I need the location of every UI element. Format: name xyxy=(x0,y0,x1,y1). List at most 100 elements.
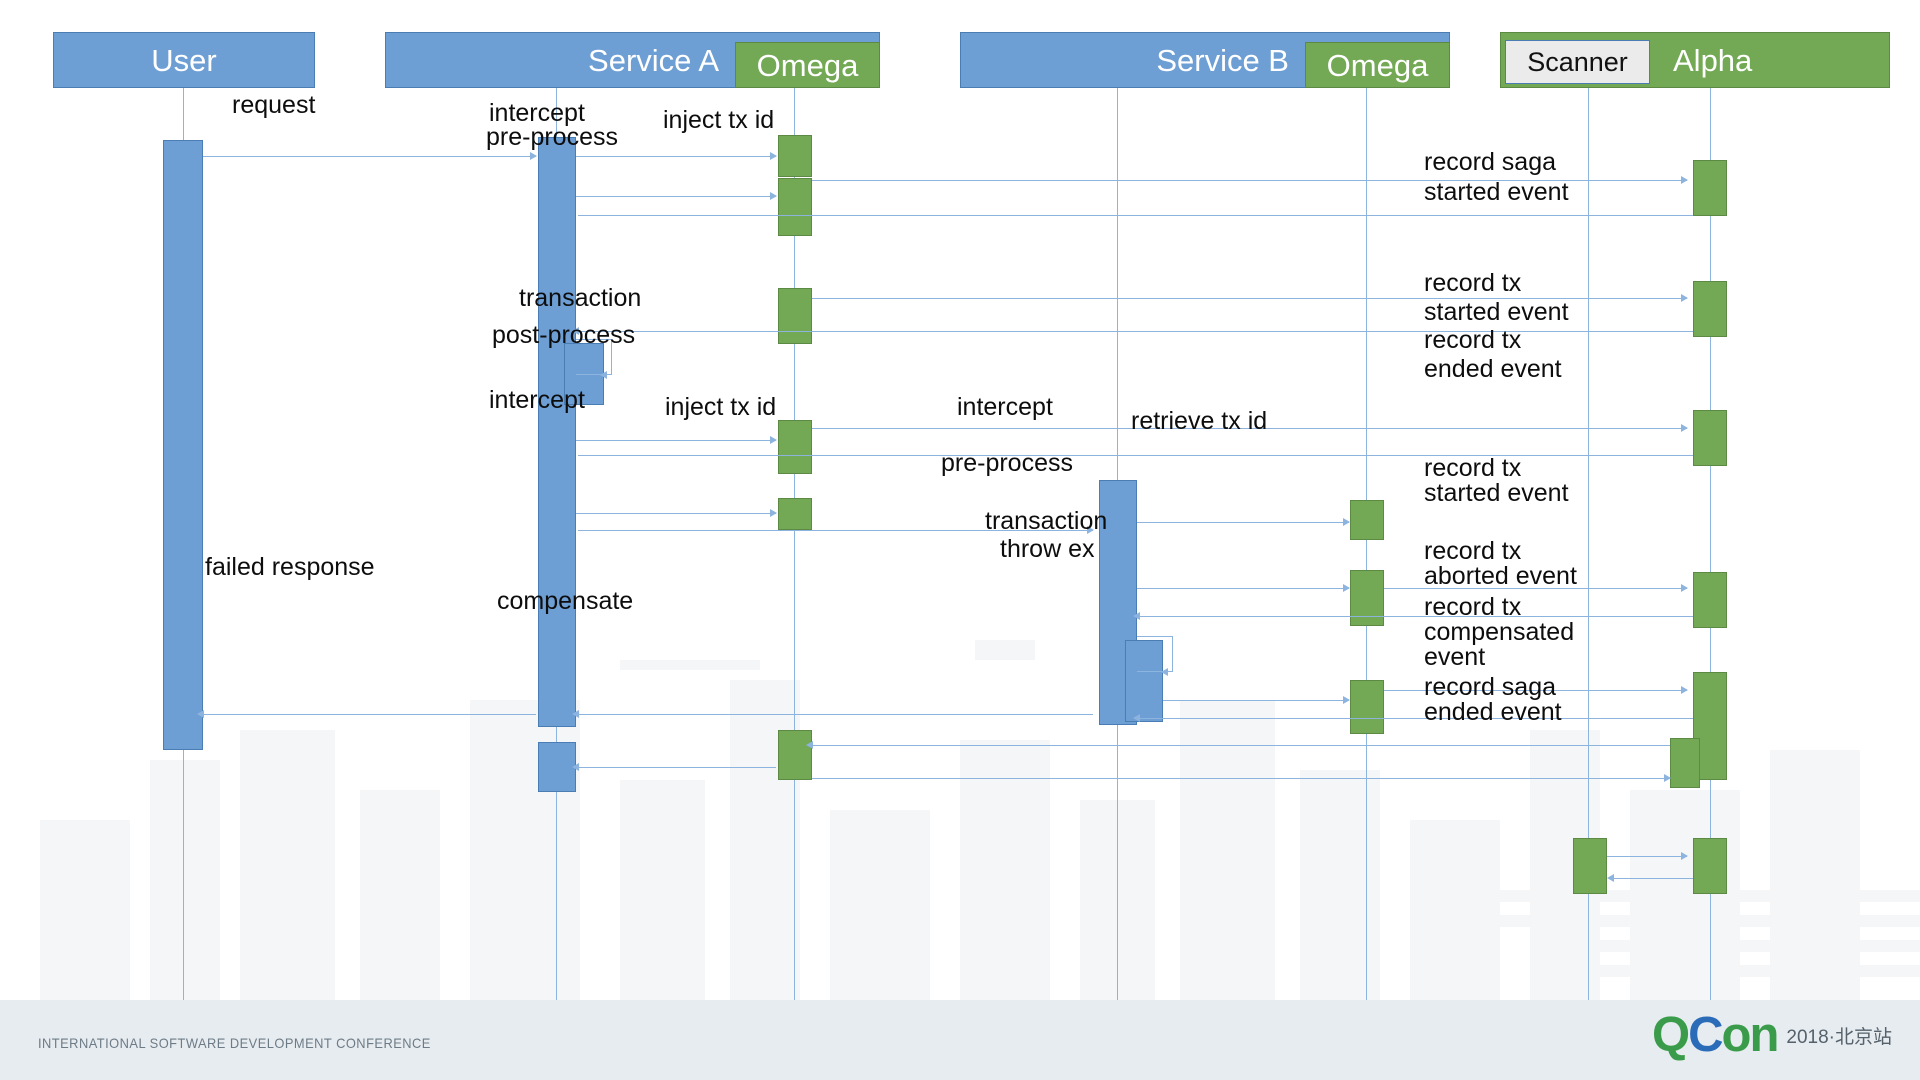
participant-alpha-label: Alpha xyxy=(1673,42,1753,78)
message-request-label: request xyxy=(232,91,316,119)
activation-omega-a-compensate xyxy=(778,730,812,780)
message-record-saga-started-label-l1: record saga xyxy=(1424,148,1557,176)
message-pre-process-b-label: pre-process xyxy=(941,449,1073,477)
message-pre-process-b-arrow xyxy=(1343,584,1350,592)
message-record-saga-started-line xyxy=(812,180,1687,181)
message-record-tx-compensated-line xyxy=(812,778,1670,779)
activation-service-a xyxy=(538,137,576,727)
message-record-tx-started-1-label-l2: started event xyxy=(1424,298,1569,326)
activation-omega-a-preprocess xyxy=(778,178,812,236)
message-post-process-a-arrow xyxy=(770,436,777,444)
message-post-process-a-line xyxy=(576,440,776,441)
message-compensate-label: compensate xyxy=(497,587,634,615)
message-pre-process-a-arrow xyxy=(770,192,777,200)
message-throw-ex-label: throw ex xyxy=(1000,535,1095,563)
message-failed-response-arrow xyxy=(197,710,204,718)
qcon-logo-year-city: 2018·北京站 xyxy=(1786,1026,1892,1048)
message-record-tx-ended-label-l2: ended event xyxy=(1424,355,1562,383)
activation-scanner xyxy=(1573,838,1607,894)
lifeline-alpha xyxy=(1710,88,1711,1000)
message-record-tx-ended-label-l1: record tx xyxy=(1424,326,1522,354)
message-intercept-a-label: intercept xyxy=(489,99,585,127)
message-throw-ex-line xyxy=(1163,700,1349,701)
lifeline-omega-a xyxy=(794,88,795,1000)
message-intercept-a2-arrow xyxy=(770,509,777,517)
lifeline-scanner xyxy=(1588,88,1589,1000)
activation-service-a-compensate xyxy=(538,742,576,792)
message-inject-tx-id-a-label: inject tx id xyxy=(663,106,775,134)
activation-omega-a-intercept xyxy=(778,135,812,177)
skyline-watermark xyxy=(0,640,1920,1000)
message-record-tx-compensated-label-l3: event xyxy=(1424,643,1486,671)
message-alpha-to-omega-a-arrow xyxy=(806,741,813,749)
message-record-tx-aborted-line xyxy=(1384,690,1687,691)
message-intercept-b-arrow xyxy=(1343,518,1350,526)
message-transaction-b-arrow xyxy=(1161,668,1168,676)
qcon-logo-q: Q xyxy=(1652,1008,1690,1062)
activation-alpha-tx-started-2 xyxy=(1693,572,1727,628)
qcon-logo-wordmark: QCon xyxy=(1652,1011,1779,1060)
message-record-tx-compensated-arrow xyxy=(1664,774,1671,782)
message-record-saga-ended-label-l2: ended event xyxy=(1424,698,1562,726)
message-record-tx-ended-return-line xyxy=(578,455,1693,456)
qcon-logo: QCon 2018·北京站 xyxy=(1652,1011,1892,1060)
activation-omega-b-intercept xyxy=(1350,500,1384,540)
message-transaction-a-label: transaction xyxy=(519,284,642,312)
activation-service-b-transaction xyxy=(1125,640,1163,722)
message-record-tx-aborted-label-l2: aborted event xyxy=(1424,562,1577,590)
message-record-tx-started-1-return-line xyxy=(578,331,1693,332)
message-record-saga-ended-label-l1: record saga xyxy=(1424,673,1557,701)
message-failed-response-line xyxy=(203,714,536,715)
message-failed-response-label: failed response xyxy=(205,553,375,581)
message-record-tx-started-2-return-line xyxy=(1139,616,1693,617)
participant-omega-b[interactable]: Omega xyxy=(1305,42,1450,88)
message-throw-ex-arrow xyxy=(1343,696,1350,704)
message-pre-process-a-line xyxy=(576,196,776,197)
participant-user[interactable]: User xyxy=(53,32,315,88)
message-request-arrow xyxy=(530,152,537,160)
activation-omega-b-preprocess xyxy=(1350,570,1384,626)
qcon-logo-on: on xyxy=(1721,1008,1780,1062)
message-record-tx-started-2-arrow xyxy=(1681,584,1688,592)
participant-omega-a[interactable]: Omega xyxy=(735,42,880,88)
footer-tagline: INTERNATIONAL SOFTWARE DEVELOPMENT CONFE… xyxy=(38,1035,431,1051)
message-intercept-a-arrow xyxy=(770,152,777,160)
qcon-logo-c: C xyxy=(1688,1008,1723,1062)
participant-scanner[interactable]: Scanner xyxy=(1505,40,1650,84)
footer-band xyxy=(0,1000,1920,1080)
message-transaction-a-loop xyxy=(576,339,612,375)
activation-service-b xyxy=(1099,480,1137,725)
activation-alpha-tx-compensated xyxy=(1670,738,1700,788)
message-service-b-to-a-return-line xyxy=(578,714,1093,715)
participant-scanner-label: Scanner xyxy=(1527,46,1628,77)
message-intercept-b-line xyxy=(1137,522,1349,523)
participant-omega-b-label: Omega xyxy=(1326,47,1429,83)
activation-omega-a-postprocess xyxy=(778,420,812,474)
message-intercept-b-label: intercept xyxy=(957,393,1053,421)
message-record-saga-started-label-l2: started event xyxy=(1424,178,1569,206)
message-record-tx-started-2-return-arrow xyxy=(1133,612,1140,620)
message-compensate-line xyxy=(578,767,776,768)
message-record-saga-ended-line xyxy=(1607,856,1687,857)
message-record-tx-started-2-label-l1: record tx xyxy=(1424,454,1522,482)
message-inject-tx-id-a2-label: inject tx id xyxy=(665,393,777,421)
message-pre-process-a-label: pre-process xyxy=(486,123,618,151)
message-service-a-to-b-line xyxy=(578,530,1093,531)
activation-omega-a-txstart xyxy=(778,288,812,344)
message-post-process-a-label: post-process xyxy=(492,321,636,349)
message-record-tx-started-2-line xyxy=(1384,588,1687,589)
activation-omega-a-intercept-2 xyxy=(778,498,812,530)
activation-alpha-tx-ended xyxy=(1693,410,1727,466)
message-record-saga-ended-return-line xyxy=(1613,878,1693,879)
message-record-tx-started-1-line xyxy=(812,298,1687,299)
activation-alpha-saga-ended xyxy=(1693,838,1727,894)
message-record-tx-compensated-label-l2: compensated xyxy=(1424,618,1575,646)
message-record-tx-aborted-return-line xyxy=(1139,718,1693,719)
message-transaction-b-loop xyxy=(1137,636,1173,672)
message-record-saga-ended-arrow xyxy=(1681,852,1688,860)
message-alpha-to-omega-a-line xyxy=(812,745,1670,746)
participant-service-a-label: Service A xyxy=(588,42,719,78)
message-record-tx-started-1-label-l1: record tx xyxy=(1424,269,1522,297)
message-record-saga-started-return-line xyxy=(578,215,1693,216)
